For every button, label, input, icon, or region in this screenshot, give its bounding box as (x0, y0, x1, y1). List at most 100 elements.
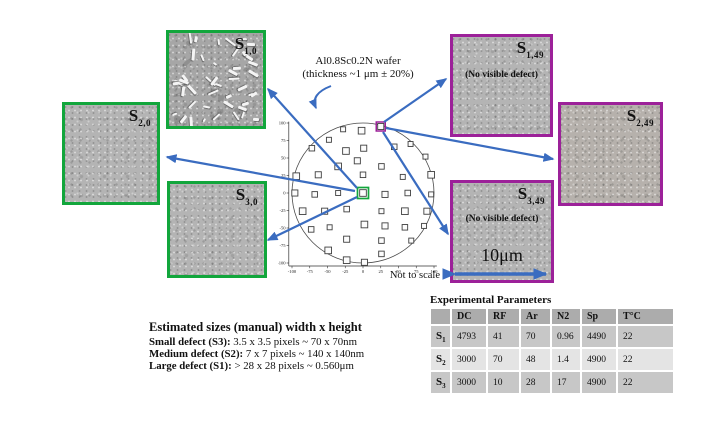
param-cell: 10 (488, 372, 519, 393)
die-square (342, 147, 350, 155)
estimated-sizes-block: Estimated sizes (manual) width x height … (149, 320, 389, 372)
column-header-n2: N2 (552, 309, 580, 324)
y-tick-label: 25 (281, 173, 286, 178)
estimated-size-large: Large defect (S1): > 28 x 28 pixels ~ 0.… (149, 360, 354, 372)
x-tick-label: 0 (362, 269, 365, 274)
micrograph-s3-0: S3,0 (167, 181, 267, 278)
die-square (428, 191, 435, 198)
panel-label: S1,0 (234, 34, 257, 56)
die-square (401, 207, 409, 215)
y-tick-label: 75 (281, 138, 286, 143)
param-cell: 28 (521, 372, 550, 393)
die-square (360, 220, 369, 229)
sem-texture (170, 184, 264, 275)
estimated-size-small: Small defect (S3): 3.5 x 3.5 pixels ~ 70… (149, 336, 357, 348)
param-cell: 4900 (582, 372, 616, 393)
row-label: S3 (431, 372, 450, 393)
die-square (353, 157, 361, 165)
highlight-center-die (356, 186, 370, 200)
x-tick-label: 50 (396, 269, 401, 274)
y-tick-label: 100 (279, 121, 287, 126)
die-square (325, 136, 332, 143)
die-square (340, 126, 347, 133)
param-cell: 3000 (452, 372, 486, 393)
die-square (401, 224, 409, 231)
column-header-temp: T°C (618, 309, 673, 324)
column-header-sp: Sp (582, 309, 616, 324)
column-header-ar: Ar (521, 309, 550, 324)
micrograph-s2-0: S2,0 (62, 102, 160, 205)
panel-label: S3,49 (517, 184, 545, 206)
wafer-annotation: Al0.8Sc0.2N wafer (thickness ~1 μm ± 20%… (302, 55, 414, 80)
die-square (381, 222, 389, 230)
die-square (378, 208, 385, 215)
die-square (422, 153, 429, 160)
die-square (399, 173, 406, 180)
sem-texture (561, 105, 660, 203)
param-cell: 22 (618, 349, 673, 370)
die-square (308, 144, 316, 152)
panel-label: S1,49 (516, 38, 544, 60)
die-square (343, 235, 351, 243)
die-square (343, 205, 350, 213)
panel-label: S2,49 (626, 106, 654, 128)
micrograph-s2-49: S2,49 (558, 102, 663, 206)
panel-label: S2,0 (128, 106, 151, 128)
param-cell: 48 (521, 349, 550, 370)
x-tick-label: -75 (307, 269, 314, 274)
sem-texture (65, 105, 157, 202)
x-tick-label: 100 (431, 269, 439, 274)
no-visible-defect-note: (No visible defect) (465, 70, 538, 80)
die-square (377, 122, 385, 130)
x-tick-label: -50 (324, 269, 331, 274)
die-square (378, 237, 385, 244)
table-row-s1: S1 4793 41 70 0.96 4490 22 (431, 326, 673, 347)
die-square (311, 191, 318, 198)
die-square (359, 171, 367, 179)
no-visible-defect-note: (No visible defect) (465, 214, 539, 224)
highlight-edge-die (375, 121, 386, 132)
param-cell: 0.96 (552, 326, 580, 347)
die-square (359, 189, 367, 197)
estimated-size-medium: Medium defect (S2): 7 x 7 pixels ~ 140 x… (149, 348, 365, 360)
die-square (292, 172, 301, 180)
column-header-rf: RF (488, 309, 519, 324)
die-square (378, 163, 385, 170)
estimated-sizes-title: Estimated sizes (manual) width x height (149, 320, 362, 334)
param-cell: 3000 (452, 349, 486, 370)
x-tick-label: 25 (378, 269, 383, 274)
y-tick-label: -100 (278, 261, 286, 266)
micrograph-s1-49: S1,49 (No visible defect) (450, 34, 553, 137)
param-cell: 70 (488, 349, 519, 370)
die-square (357, 126, 366, 135)
param-cell: 17 (552, 372, 580, 393)
param-cell: 41 (488, 326, 519, 347)
die-square (307, 226, 315, 233)
die-square (314, 171, 322, 179)
table-row-s2: S2 3000 70 48 1.4 4900 22 (431, 349, 673, 370)
y-tick-label: 50 (281, 156, 286, 161)
row-label: S2 (431, 349, 450, 370)
column-header (431, 309, 450, 324)
die-square (335, 190, 342, 196)
die-square (391, 143, 398, 151)
sem-texture (453, 37, 550, 134)
table-row-s3: S3 3000 10 28 17 4900 22 (431, 372, 673, 393)
y-tick-label: -50 (279, 226, 286, 231)
y-tick-label: 0 (283, 191, 286, 196)
die-square (321, 207, 329, 215)
param-cell: 1.4 (552, 349, 580, 370)
param-cell: 4490 (582, 326, 616, 347)
scale-bar-label: 10μm (481, 245, 523, 265)
die-square (427, 171, 435, 179)
die-square (423, 207, 431, 215)
table-header-row: DC RF Ar N2 Sp T°C (431, 309, 673, 324)
micrograph-s1-0: S1,0 (166, 30, 266, 129)
die-square (360, 144, 368, 152)
x-tick-label: 75 (414, 269, 419, 274)
param-cell: 4900 (582, 349, 616, 370)
sem-texture (453, 183, 551, 280)
micrograph-s3-49: S3,49 (No visible defect) 10μm (450, 180, 554, 283)
